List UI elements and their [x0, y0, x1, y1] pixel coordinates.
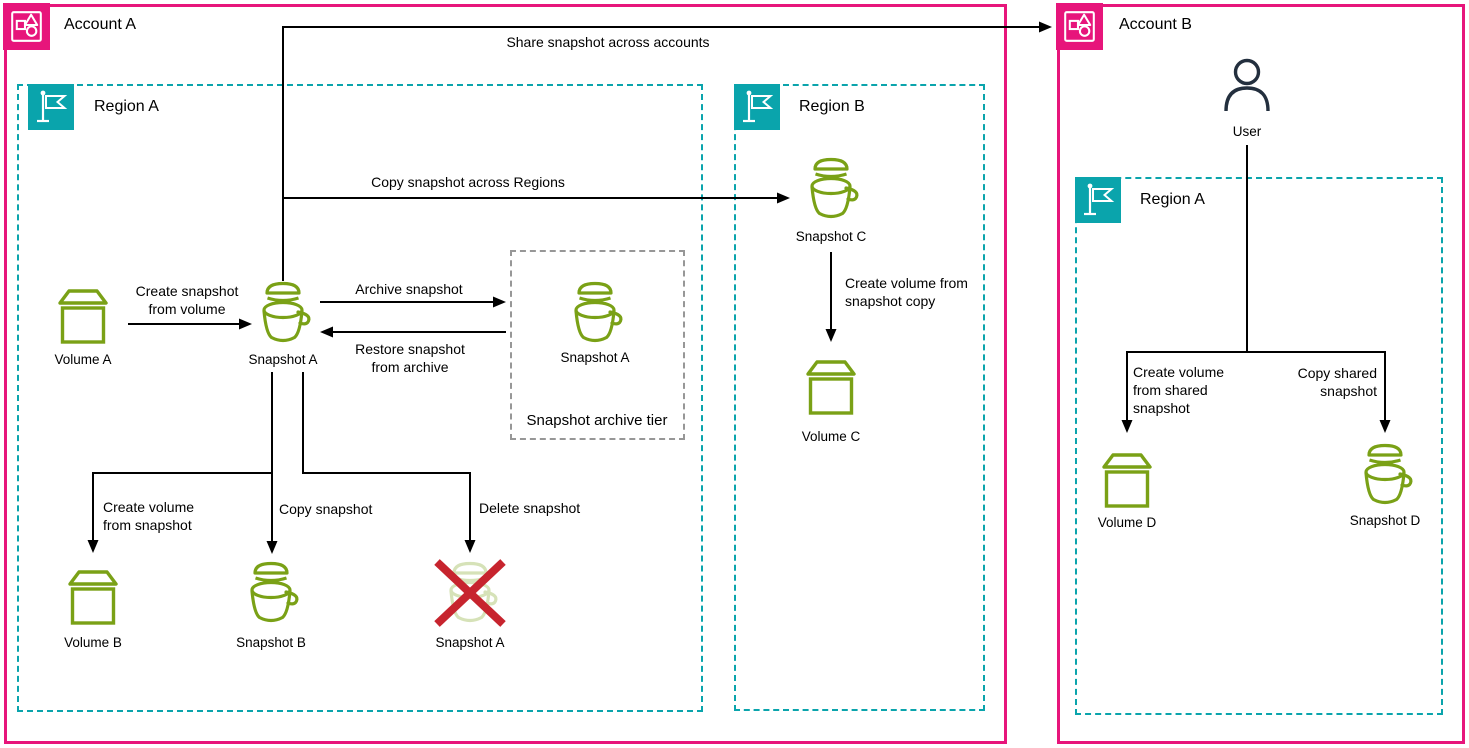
volume-d-label: Volume D [1097, 515, 1157, 530]
account-b-title: Account B [1119, 16, 1192, 33]
snapshot-a-label: Snapshot A [248, 352, 318, 367]
region-flag-icon [28, 84, 74, 130]
region-flag-icon [734, 84, 780, 130]
deleted-snapshot-a-label: Snapshot A [435, 635, 505, 650]
ebs-volume-icon [63, 565, 123, 625]
ebs-snapshot-bucket-icon [565, 281, 625, 345]
create-snapshot-from-volume-label: Create snapshot from volume [135, 283, 239, 317]
account-b-region-a-title: Region A [1140, 191, 1205, 208]
create-volume-from-shared-snapshot-label: Create volume from shared snapshot [1133, 364, 1225, 416]
region-flag-icon [1075, 177, 1121, 223]
account-b-region-a-box [1075, 177, 1443, 715]
ebs-snapshot-bucket-icon [241, 561, 301, 625]
delete-x-icon [432, 557, 508, 629]
account-a-title: Account A [64, 16, 137, 33]
ebs-volume-icon [1097, 448, 1157, 508]
snapshot-c-label: Snapshot C [795, 229, 867, 244]
copy-across-regions-label: Copy snapshot across Regions [371, 174, 565, 190]
user-label: User [1232, 124, 1262, 139]
share-snapshot-label: Share snapshot across accounts [506, 34, 710, 50]
restore-snapshot-label: Restore snapshot from archive [355, 341, 465, 375]
arrowhead-share [1039, 21, 1052, 33]
account-a-region-a-title: Region A [94, 98, 159, 115]
ebs-volume-icon [801, 355, 861, 415]
volume-b-label: Volume B [64, 635, 122, 650]
archive-snapshot-label: Archive snapshot [355, 281, 463, 297]
aws-account-icon [3, 3, 50, 50]
snapshot-d-label: Snapshot D [1349, 513, 1421, 528]
account-b-box [1057, 4, 1465, 744]
create-volume-from-snapshot-label: Create volume from snapshot [103, 499, 195, 533]
ebs-snapshot-bucket-icon [801, 157, 861, 221]
aws-account-icon [1056, 3, 1103, 50]
volume-c-label: Volume C [801, 429, 861, 444]
delete-snapshot-label: Delete snapshot [479, 500, 581, 516]
snapshot-b-label: Snapshot B [236, 635, 306, 650]
ebs-snapshot-bucket-icon [1355, 443, 1415, 507]
ebs-volume-icon [53, 284, 113, 344]
account-a-box [4, 4, 1007, 744]
volume-a-label: Volume A [54, 352, 112, 367]
user-icon [1220, 57, 1274, 113]
ebs-snapshot-bucket-icon [253, 281, 313, 345]
copy-snapshot-label: Copy snapshot [279, 501, 373, 517]
archived-snapshot-a-label: Snapshot A [560, 350, 630, 365]
create-volume-from-snapshot-copy-label: Create volume from snapshot copy [845, 275, 968, 309]
archive-tier-title: Snapshot archive tier [526, 412, 668, 429]
account-a-region-b-title: Region B [799, 98, 865, 115]
copy-shared-snapshot-label: Copy shared snapshot [1297, 365, 1377, 399]
